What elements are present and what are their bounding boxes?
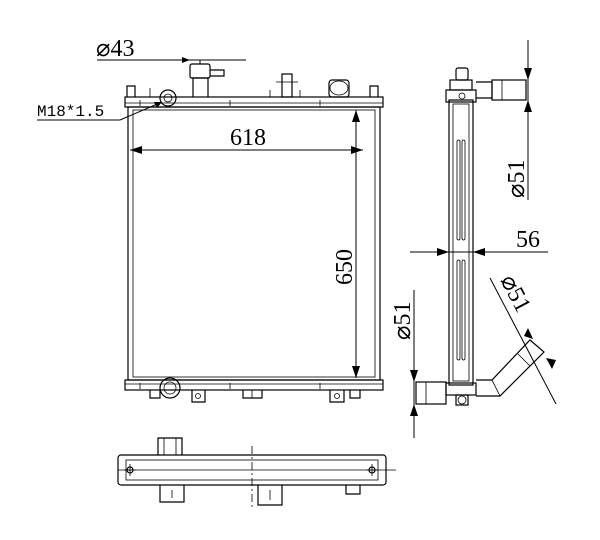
- bottom-view: [117, 437, 396, 510]
- bottom-tank: [124, 379, 384, 391]
- plan-outlet-stub-left: [159, 485, 185, 503]
- top-right-bracket: [369, 85, 379, 97]
- lower-hose-diameter-label: ⌀51: [390, 302, 416, 340]
- bottom-right-mount: [329, 390, 345, 403]
- bottom-center-tab: [242, 390, 263, 399]
- upper-hose-diameter-label: ⌀51: [504, 160, 530, 198]
- bottom-outlet: [159, 377, 181, 399]
- dim-core-height: 650: [332, 110, 360, 378]
- top-fitting: [281, 73, 293, 98]
- dim-drain-thread: M18*1.5: [37, 101, 163, 121]
- side-lower-left-hose: [415, 381, 447, 405]
- side-upper-hose: [476, 81, 493, 99]
- dim-tank-depth: 56: [410, 227, 548, 256]
- bottom-left-mount: [191, 390, 206, 403]
- filler-neck: [192, 77, 209, 97]
- upper-hose-stub: [328, 79, 350, 98]
- dim-upper-hose-diameter: ⌀51: [504, 40, 532, 200]
- core-height-label: 650: [332, 249, 358, 285]
- dim-lower-hose-diameter: ⌀51: [390, 290, 418, 438]
- plan-outlet-stub-center: [257, 485, 283, 506]
- side-core: [448, 99, 474, 386]
- outlet-angled-diameter-label: ⌀51: [495, 271, 536, 317]
- dim-inlet-diameter: ⌀43: [96, 36, 246, 64]
- side-angled-outlet: [476, 339, 545, 397]
- inlet-diameter-label: ⌀43: [96, 36, 134, 62]
- dim-core-width: 618: [130, 125, 363, 154]
- side-filler-cap: [455, 67, 469, 81]
- tank-depth-label: 56: [516, 227, 540, 253]
- drain-thread-label: M18*1.5: [37, 103, 104, 121]
- drain-plug: [159, 89, 177, 107]
- dim-outlet-angled-diameter: ⌀51: [489, 271, 557, 405]
- top-left-bracket: [126, 85, 136, 97]
- side-view: [415, 67, 545, 406]
- front-view: [124, 63, 384, 403]
- plan-filler-stub: [157, 437, 183, 455]
- core-width-label: 618: [230, 125, 266, 151]
